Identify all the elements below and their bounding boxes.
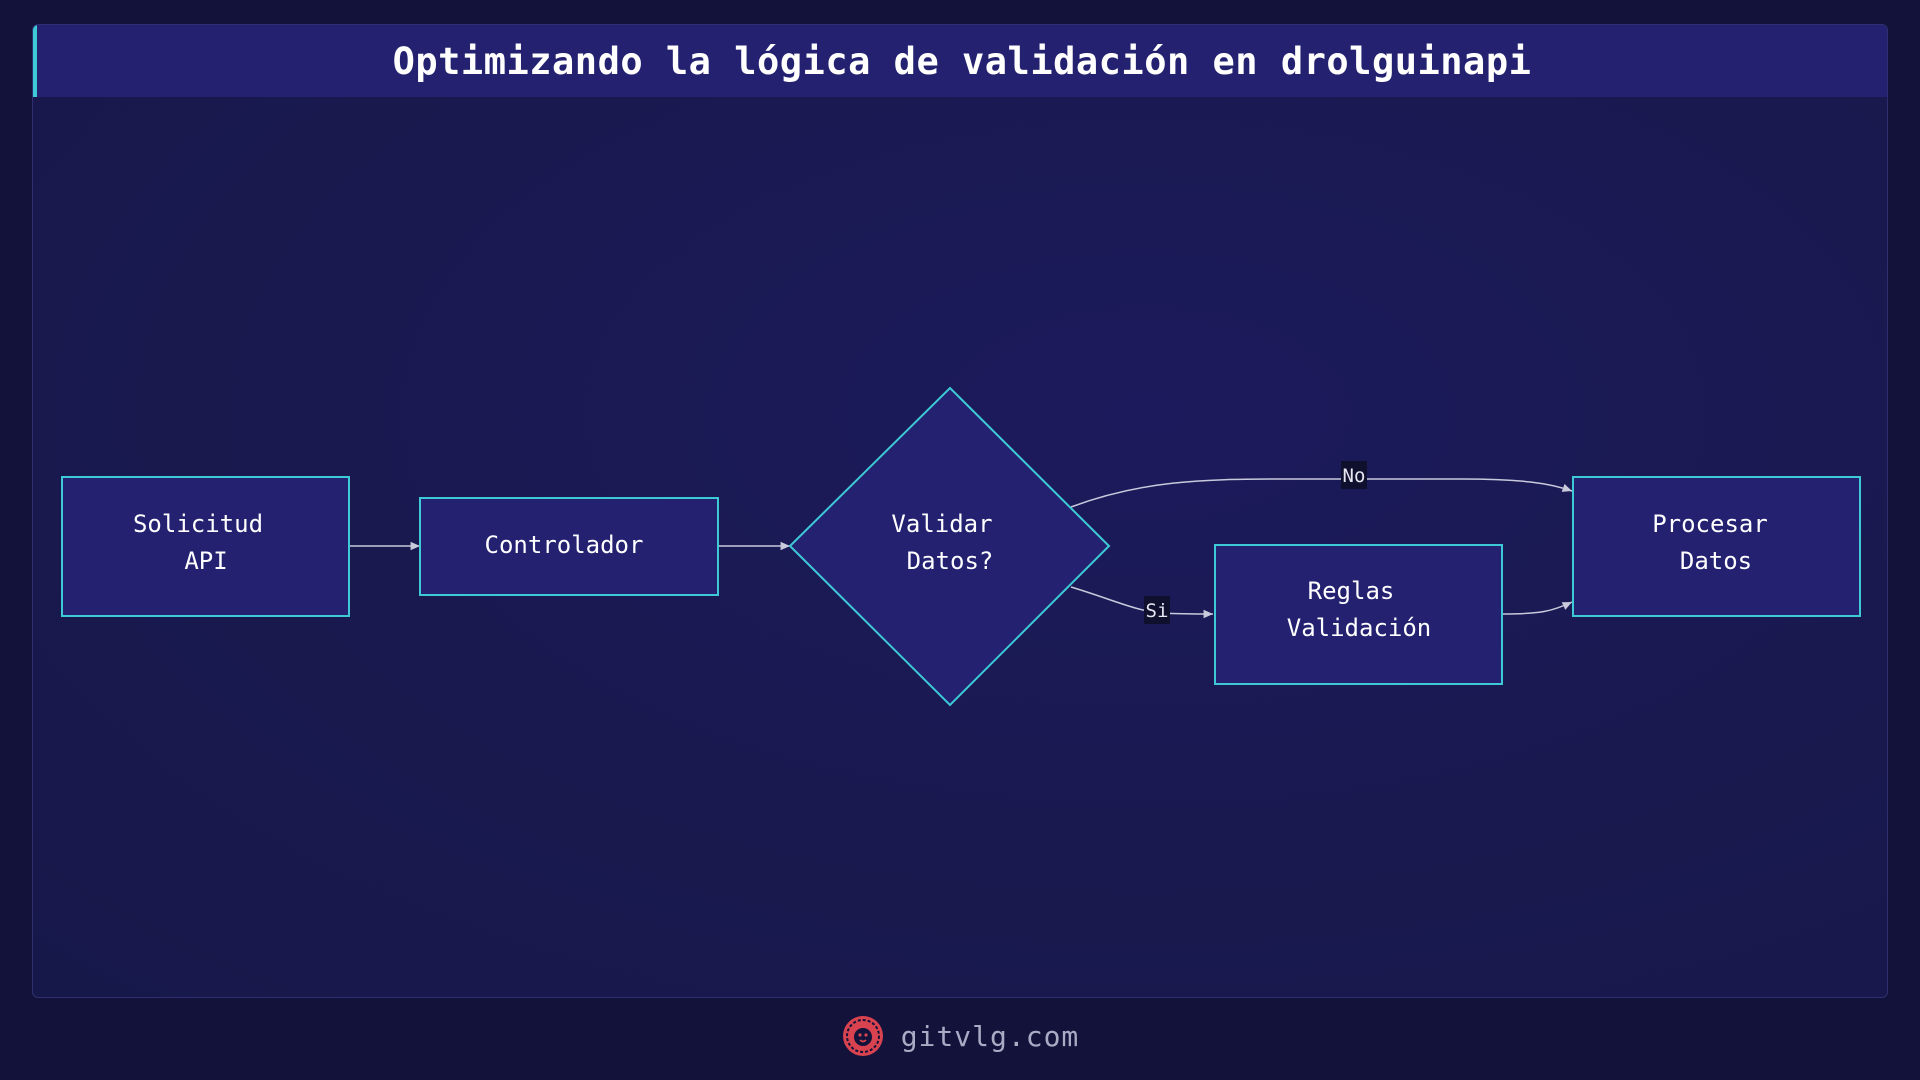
edge-validar-procesar-no bbox=[1070, 478, 1573, 508]
title-bar: Optimizando la lógica de validación en d… bbox=[33, 25, 1887, 97]
edge-label-si-text: Si bbox=[1146, 600, 1169, 622]
edge-label-si: Si bbox=[1144, 596, 1170, 624]
lion-logo-icon bbox=[842, 1016, 883, 1056]
node-procesar-line2: Datos bbox=[1680, 547, 1752, 575]
node-controlador-line1: Controlador bbox=[485, 531, 644, 559]
footer-site-link[interactable]: gitvlg.com bbox=[900, 1019, 1080, 1053]
node-reglas-line1: Reglas bbox=[1308, 577, 1395, 605]
node-procesar-line1: Procesar bbox=[1652, 510, 1768, 538]
node-solicitud-line1: Solicitud bbox=[133, 510, 263, 538]
node-solicitud-line2: API bbox=[184, 547, 227, 575]
node-procesar-datos: Procesar Datos bbox=[1572, 476, 1861, 617]
page-title: Optimizando la lógica de validación en d… bbox=[392, 39, 1532, 83]
node-reglas-line2: Validación bbox=[1287, 614, 1432, 642]
node-controlador: Controlador bbox=[419, 497, 719, 596]
node-reglas-validacion: Reglas Validación bbox=[1214, 544, 1503, 685]
node-validar-line1: Validar bbox=[891, 510, 992, 538]
diagram-panel: Optimizando la lógica de validación en d… bbox=[32, 24, 1888, 998]
edge-label-no-text: No bbox=[1343, 465, 1366, 487]
edge-validar-reglas-si bbox=[1070, 586, 1214, 619]
edge-label-no: No bbox=[1341, 461, 1367, 489]
node-validar-line2: Datos? bbox=[907, 547, 994, 575]
flowchart: No Si Solicitud API Controlador Validar … bbox=[61, 386, 1861, 707]
node-validar-datos: Validar Datos? bbox=[788, 386, 1111, 707]
node-solicitud-api: Solicitud API bbox=[61, 476, 350, 617]
footer: gitvlg.com bbox=[0, 1010, 1920, 1062]
edge-reglas-procesar bbox=[1502, 601, 1573, 615]
